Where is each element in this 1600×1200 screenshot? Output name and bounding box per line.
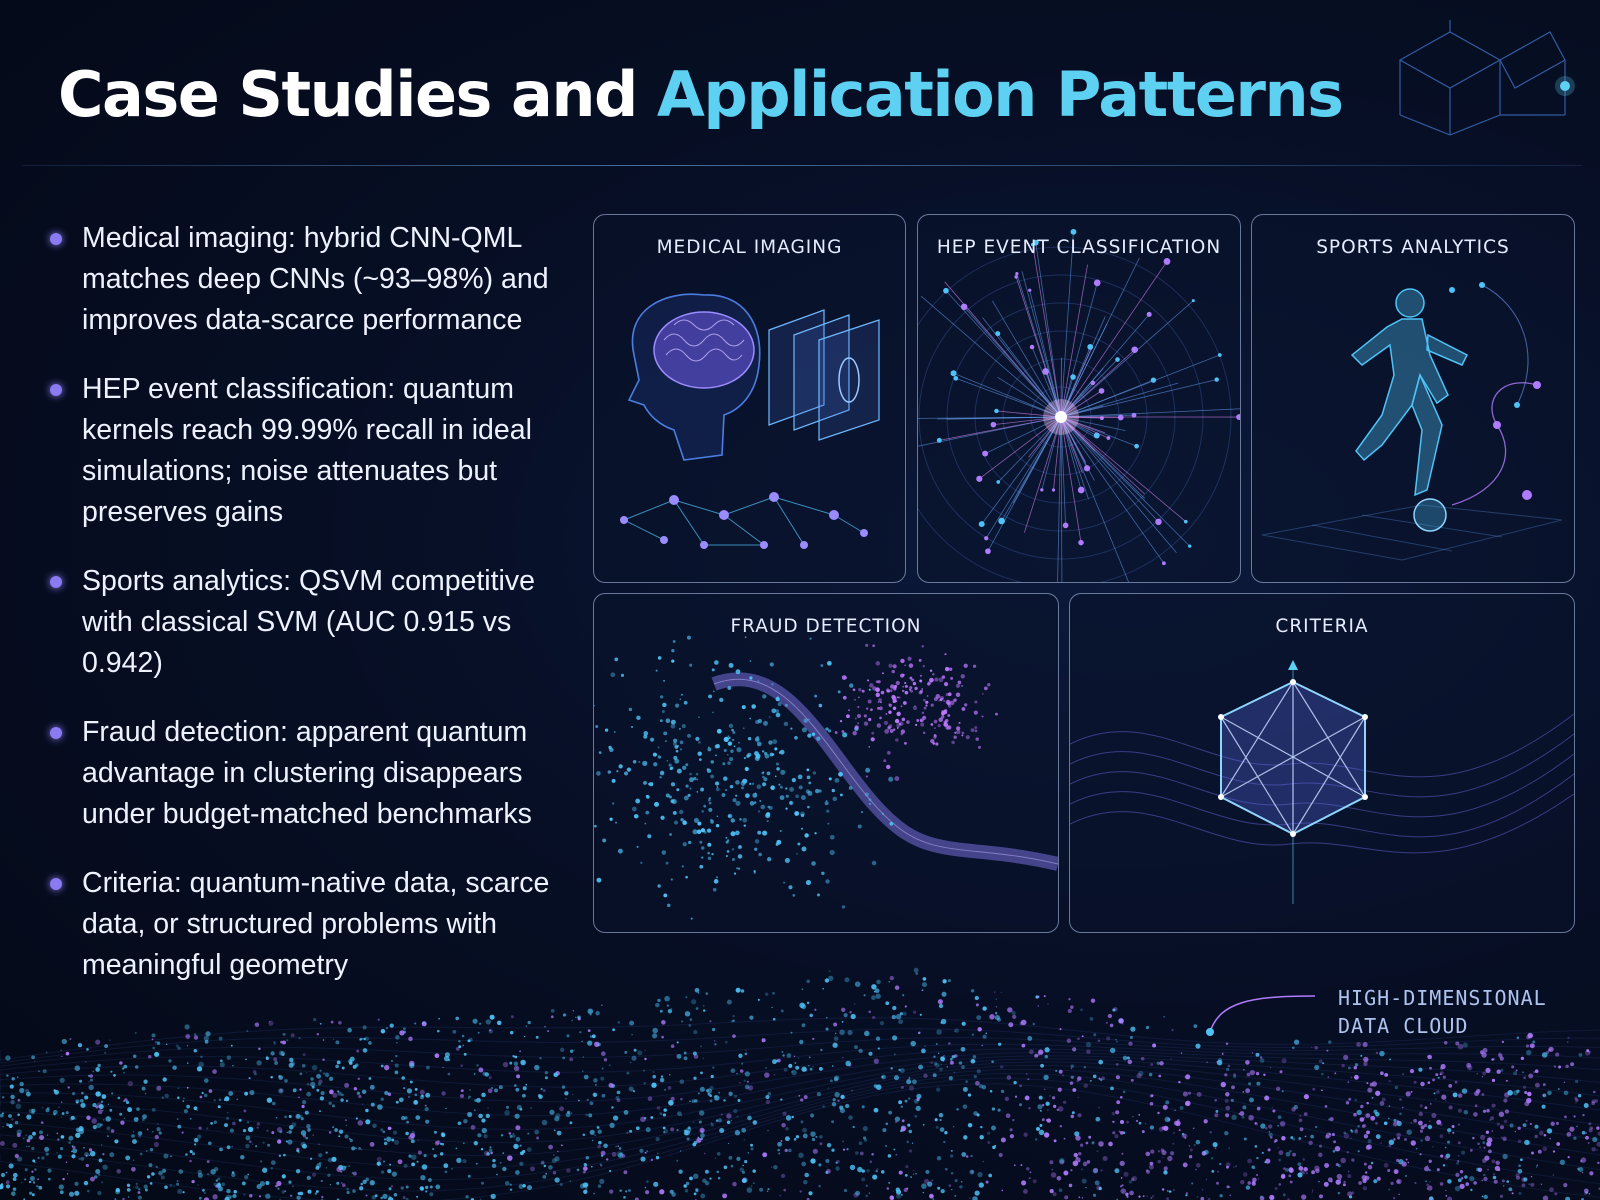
bullet-item-fraud: Fraud detection: apparent quantum advant… [48, 712, 588, 835]
panel-title-fraud: FRAUD DETECTION [730, 616, 922, 637]
title-divider [22, 165, 1582, 166]
callout-connector [1206, 995, 1316, 1036]
data-cloud-label: HIGH-DIMENSIONAL DATA CLOUD [1338, 984, 1547, 1040]
bullet-dot [50, 233, 62, 245]
soccer-player-icon [1261, 282, 1563, 561]
bullet-text: Medical imaging: hybrid CNN-QML matches … [82, 222, 549, 336]
bullet-text: HEP event classification: quantum kernel… [82, 373, 532, 528]
bullet-dot [50, 576, 62, 588]
panel-title-sports: SPORTS ANALYTICS [1316, 237, 1510, 258]
panel-medical-imaging: MEDICAL IMAGING [593, 214, 906, 583]
callout-line1: HIGH-DIMENSIONAL [1338, 986, 1547, 1010]
callout-line2: DATA CLOUD [1338, 1014, 1469, 1038]
cluster-scatter-icon [594, 635, 1058, 920]
panel-title-medical: MEDICAL IMAGING [656, 237, 843, 258]
bullet-list: Medical imaging: hybrid CNN-QML matches … [48, 218, 588, 986]
bullet-text: Sports analytics: QSVM competitive with … [82, 565, 535, 679]
panel-title-criteria: CRITERIA [1275, 616, 1369, 637]
bullet-item-medical: Medical imaging: hybrid CNN-QML matches … [48, 218, 588, 341]
particle-collision-icon [918, 228, 1240, 582]
bullet-text: Criteria: quantum-native data, scarce da… [82, 867, 550, 981]
panel-hep-event-classification: HEP EVENT CLASSIFICATION [917, 214, 1241, 583]
title-accent: Application Patterns [656, 58, 1344, 131]
bullet-text: Fraud detection: apparent quantum advant… [82, 716, 532, 830]
cube-wireframe-icon [1398, 20, 1575, 136]
bullet-dot [50, 384, 62, 396]
bullet-dot [50, 727, 62, 739]
bullet-item-sports: Sports analytics: QSVM competitive with … [48, 561, 588, 684]
panel-title-hep: HEP EVENT CLASSIFICATION [936, 237, 1222, 258]
panel-fraud-detection: FRAUD DETECTION [593, 593, 1059, 933]
bullet-item-criteria: Criteria: quantum-native data, scarce da… [48, 863, 588, 986]
bullet-dot [50, 878, 62, 890]
bullet-item-hep: HEP event classification: quantum kernel… [48, 369, 588, 533]
panel-criteria: CRITERIA [1069, 593, 1575, 933]
page-title: Case Studies and Application Patterns [58, 58, 1344, 131]
panel-sports-analytics: SPORTS ANALYTICS [1251, 214, 1575, 583]
brain-network-icon [620, 293, 880, 549]
title-main: Case Studies and [58, 58, 657, 131]
hexagon-crystal-icon [1070, 660, 1574, 904]
